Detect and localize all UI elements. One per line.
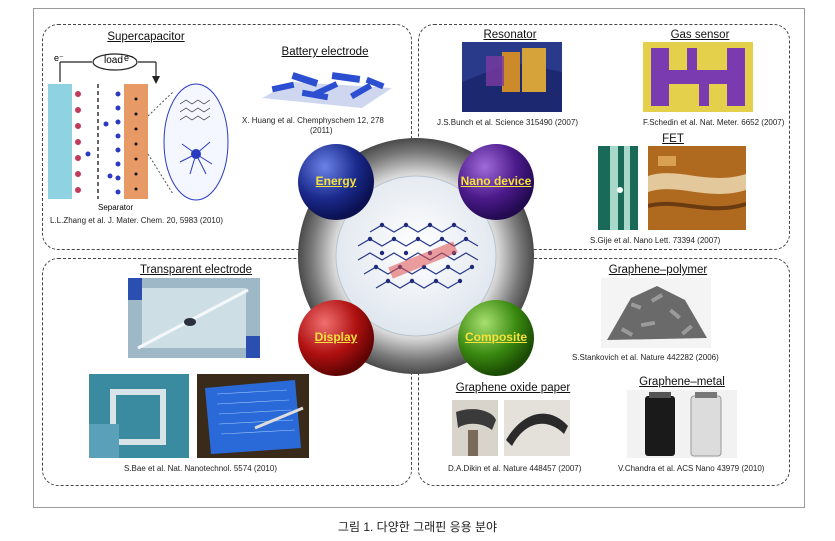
- graphene-polymer-image: [601, 278, 711, 348]
- fet-image-right: [648, 146, 746, 230]
- energy-label[interactable]: Energy: [315, 174, 357, 188]
- graphene-metal-title: Graphene–metal: [639, 376, 725, 388]
- battery-citation-1: X. Huang et al. Chemphyschem 12, 278: [242, 116, 384, 125]
- battery-title: Battery electrode: [281, 46, 369, 58]
- resonator-title: Resonator: [483, 29, 537, 41]
- oxide-paper-image-1: [452, 400, 498, 456]
- battery-citation-2: (2011): [310, 126, 333, 135]
- load-label: load: [104, 55, 123, 66]
- graphene-polymer-title: Graphene–polymer: [608, 264, 708, 276]
- graphene-metal-image: [627, 390, 737, 458]
- electron-right-label: e⁻: [124, 53, 134, 63]
- supercapacitor-title: Supercapacitor: [107, 31, 185, 43]
- graphene-polymer-citation: S.Stankovich et al. Nature 442282 (2006): [572, 353, 719, 362]
- transparent-citation: S.Bae et al. Nat. Nanotechnol. 5574 (201…: [124, 464, 277, 473]
- nano-device-circle[interactable]: [456, 142, 536, 222]
- display-circle[interactable]: [296, 298, 376, 378]
- nano-device-panel: [418, 24, 790, 250]
- composite-label[interactable]: Composite: [464, 330, 527, 344]
- transparent-title: Transparent electrode: [139, 264, 253, 276]
- energy-circle[interactable]: [296, 142, 376, 222]
- graphene-metal-citation: V.Chandra et al. ACS Nano 43979 (2010): [618, 464, 765, 473]
- separator-label: Separator: [98, 203, 134, 212]
- gas-sensor-image: [643, 42, 753, 112]
- flexible-electrode-image: [89, 374, 189, 458]
- oxide-paper-title: Graphene oxide paper: [455, 382, 571, 394]
- figure-caption: 그림 1. 다양한 그래핀 응용 분야: [337, 520, 498, 534]
- display-label[interactable]: Display: [314, 330, 358, 344]
- fet-citation: S.Gije et al. Nano Lett. 73394 (2007): [590, 236, 721, 245]
- resonator-citation: J.S.Bunch et al. Science 315490 (2007): [437, 118, 578, 127]
- oxide-paper-citation: D.A.Dikin et al. Nature 448457 (2007): [448, 464, 582, 473]
- fet-title: FET: [662, 133, 684, 145]
- figure-frame: [33, 8, 805, 508]
- oxide-paper-image-2: [504, 400, 570, 456]
- gas-sensor-citation: F.Schedin et al. Nat. Meter. 6652 (2007): [643, 118, 785, 127]
- nano-device-label[interactable]: Nano device: [460, 174, 532, 188]
- touch-screen-image: [197, 374, 309, 458]
- resonator-image: [462, 42, 562, 112]
- supercapacitor-diagram: [48, 53, 229, 201]
- fet-image-left: [598, 146, 638, 230]
- energy-panel: [42, 24, 412, 250]
- battery-image: [262, 72, 392, 108]
- transparent-film-image: [128, 278, 260, 358]
- electron-left-label: e⁻: [54, 53, 64, 63]
- gas-sensor-title: Gas sensor: [670, 29, 730, 41]
- composite-circle[interactable]: [456, 298, 536, 378]
- supercapacitor-citation: L.L.Zhang et al. J. Mater. Chem. 20, 598…: [50, 216, 223, 225]
